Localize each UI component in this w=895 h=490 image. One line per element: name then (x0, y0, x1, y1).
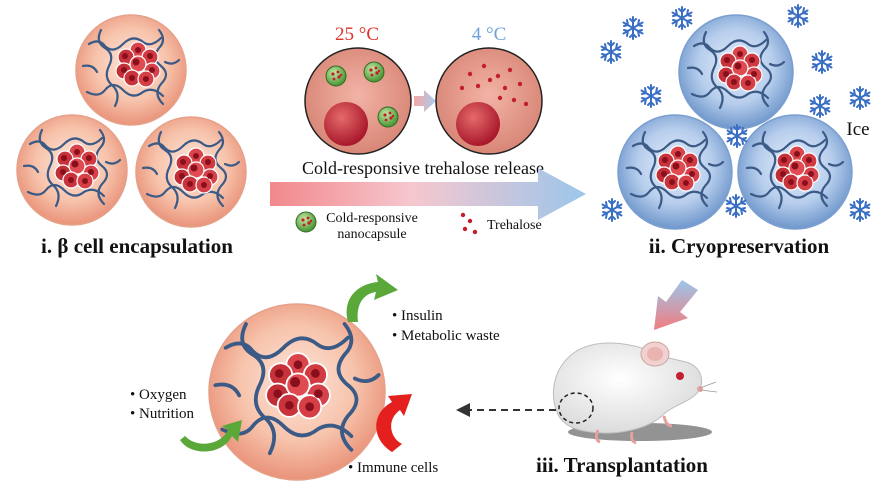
outflow-green-arrow (346, 274, 398, 322)
stage-label-encapsulation: i. β cell encapsulation (41, 234, 233, 258)
snowflake-icon (725, 194, 747, 218)
cryopreserved-capsule (678, 14, 794, 130)
transplant-arrowhead (456, 403, 470, 417)
blocked-red-arrow (376, 394, 412, 452)
trehalose-dots (459, 63, 529, 107)
snowflake-icon (849, 198, 871, 222)
process-arrow-release (270, 168, 586, 220)
stage-label-transplantation: iii. Transplantation (536, 453, 708, 477)
exchange-out-waste: • Metabolic waste (392, 328, 500, 344)
cryopreserved-capsule (617, 114, 733, 230)
mouse-illustration (552, 341, 718, 445)
inflow-green-arrow (180, 420, 242, 452)
encapsulated-capsule (135, 116, 247, 228)
cold-release-disc (435, 47, 543, 155)
release-caption: Cold-responsive trehalose release (302, 158, 544, 178)
snowflake-icon (622, 16, 644, 40)
implanted-capsule (208, 303, 386, 481)
legend-trehalose-label: Trehalose (487, 218, 542, 233)
legend-trehalose: Trehalose (460, 212, 542, 235)
temperature-high: 25 °C (335, 24, 379, 45)
snowflake-icon (601, 198, 623, 222)
blocked-immune-cells: • Immune cells (348, 460, 438, 476)
exchange-in-nutrition: • Nutrition (130, 406, 194, 422)
legend-nanocapsule-line1: Cold-responsive (326, 211, 418, 226)
warm-release-disc (304, 47, 412, 155)
stage-label-cryopreservation: ii. Cryopreservation (649, 234, 830, 258)
snowflake-icon (787, 4, 809, 28)
nanocapsule-icon (377, 106, 399, 128)
snowflake-icon (811, 50, 833, 74)
encapsulated-capsule (75, 14, 187, 126)
snowflake-icon (849, 86, 871, 110)
temperature-low: 4 °C (472, 24, 507, 45)
nanocapsule-icon (363, 61, 385, 83)
snowflake-icon (726, 124, 748, 148)
encapsulated-capsule (16, 114, 128, 226)
process-arrow-down (654, 280, 698, 330)
snowflake-icon (809, 94, 831, 118)
snowflake-icon (640, 84, 662, 108)
nanocapsule-icon (325, 65, 347, 87)
release-transition-arrow (414, 90, 436, 112)
nanocapsule-icon (295, 211, 317, 233)
ice-label: Ice (846, 119, 869, 140)
legend-nanocapsule: Cold-responsive nanocapsule (295, 211, 418, 242)
snowflake-icon (600, 40, 622, 64)
exchange-out-insulin: • Insulin (392, 308, 443, 324)
trehalose-icon (460, 212, 478, 235)
exchange-in-oxygen: • Oxygen (130, 387, 187, 403)
snowflake-icon (671, 6, 693, 30)
cryopreserved-capsule (737, 114, 853, 230)
legend-nanocapsule-line2: nanocapsule (337, 227, 406, 242)
